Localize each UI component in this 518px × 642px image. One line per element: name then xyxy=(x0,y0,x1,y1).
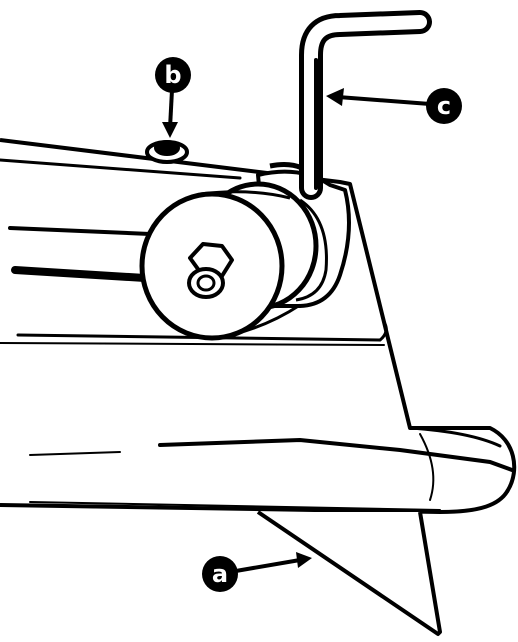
callout-b-label: b xyxy=(164,61,181,89)
callout-c-label: c xyxy=(437,92,451,120)
skeg xyxy=(256,510,442,636)
shaft-lines xyxy=(8,226,152,282)
callout-a: a xyxy=(202,552,312,592)
hex-nut xyxy=(187,242,234,299)
callout-b: b xyxy=(155,57,191,138)
callout-a-label: a xyxy=(212,560,228,588)
housing-panel-lines xyxy=(0,158,514,511)
callout-c: c xyxy=(326,88,462,124)
l-rod xyxy=(299,10,432,200)
top-screw xyxy=(145,140,189,164)
